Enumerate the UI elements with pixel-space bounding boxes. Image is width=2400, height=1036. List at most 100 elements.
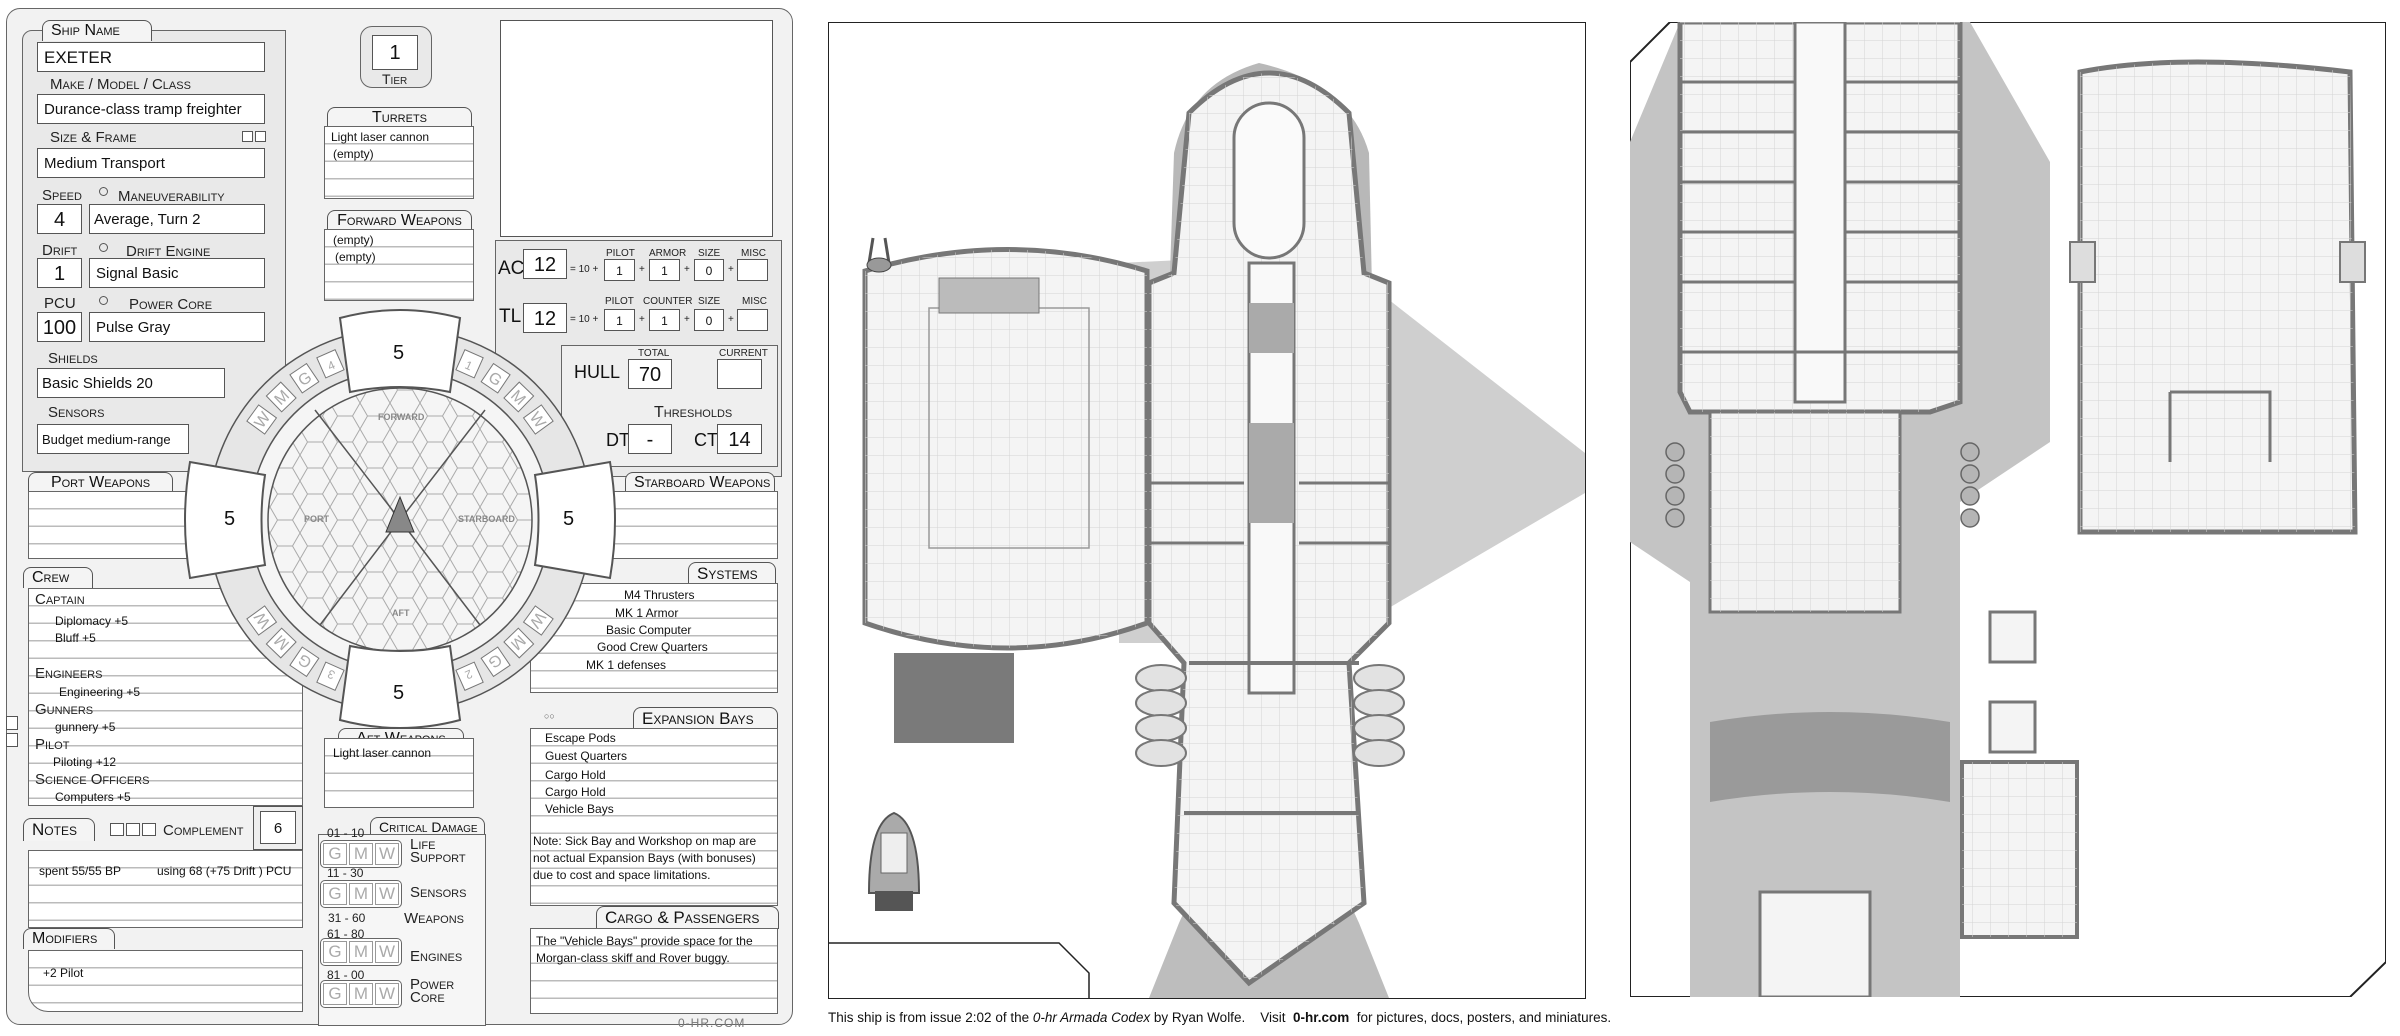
aft-shield-value[interactable]: 5	[393, 682, 405, 704]
airlock-module	[1988, 610, 2037, 664]
crit-system-line: Life	[410, 836, 436, 853]
gmw-cell[interactable]: W	[246, 404, 278, 435]
ac-pilot-field[interactable]: 1	[604, 259, 635, 281]
gmw-cell[interactable]: W	[522, 404, 554, 435]
turret-item: (empty)	[333, 147, 374, 161]
dt-label: DT	[606, 430, 630, 450]
forward-shield-value[interactable]: 5	[393, 342, 405, 364]
speed-field[interactable]: 4	[37, 204, 82, 234]
glitching-box[interactable]: G	[323, 983, 347, 1005]
side-checkbox-2[interactable]	[6, 733, 18, 747]
wrecked-box[interactable]: W	[375, 883, 399, 905]
glitching-box[interactable]: G	[323, 883, 347, 905]
gmw-cell[interactable]: G	[480, 362, 511, 394]
maneuverability-field[interactable]: Average, Turn 2	[89, 204, 265, 234]
wrecked-box[interactable]: W	[375, 843, 399, 865]
crew-role-science-officers: Science Officers	[35, 771, 150, 788]
port-weapons-list[interactable]	[28, 491, 198, 559]
caption-website-link[interactable]: 0-hr.com	[1292, 1010, 1350, 1025]
wrecked-box[interactable]: W	[375, 983, 399, 1005]
tl-pilot-field[interactable]: 1	[604, 309, 635, 331]
gmw-cell[interactable]: W	[522, 605, 554, 636]
ac-field[interactable]: 12	[523, 249, 567, 279]
arc-number-cell[interactable]: 2	[455, 661, 484, 691]
cargo-area[interactable]: The "Vehicle Bays" provide space for the…	[530, 928, 778, 1014]
crit-range: 61 - 80	[327, 927, 365, 941]
power-core-label: Power Core	[129, 296, 213, 313]
crew-role-engineers: Engineers	[35, 665, 103, 682]
drift-field[interactable]: 1	[37, 258, 82, 288]
gmw-cell[interactable]: G	[289, 362, 320, 394]
starboard-shield-value[interactable]: 5	[563, 508, 575, 530]
tl-field[interactable]: 12	[523, 303, 567, 333]
ct-field[interactable]: 14	[717, 424, 762, 454]
notes-checkbox-3[interactable]	[142, 823, 156, 836]
drift-engine-field[interactable]: Signal Basic	[89, 258, 265, 288]
port-shield-value[interactable]: 5	[224, 508, 236, 530]
sensors-field[interactable]: Budget medium-range	[37, 424, 189, 454]
shields-field[interactable]: Basic Shields 20	[37, 368, 225, 398]
caption-text: This ship is from issue 2:02 of the	[828, 1010, 1033, 1025]
expansion-note-line: not actual Expansion Bays (with bonuses)	[533, 851, 756, 865]
tier-field[interactable]: 1	[372, 35, 418, 70]
gmw-cell[interactable]: W	[246, 605, 278, 636]
starboard-shield-box	[533, 460, 616, 580]
gmw-cell[interactable]: G	[480, 646, 511, 678]
gmw-cell[interactable]: M	[503, 381, 535, 413]
port-weapons-header: Port Weapons	[28, 472, 173, 493]
make-field[interactable]: Durance-class tramp freighter	[37, 94, 265, 124]
hull-current-field[interactable]	[717, 359, 762, 389]
notes-area[interactable]: spent 55/55 BP using 68 (+75 Drift ) PCU	[28, 850, 303, 928]
glitching-box[interactable]: G	[323, 843, 347, 865]
ac-size-field[interactable]: 0	[694, 259, 724, 281]
aft-weapons-list[interactable]: Light laser cannon	[324, 738, 474, 808]
modifiers-area[interactable]: +2 Pilot	[28, 950, 303, 1012]
thresholds-label: Thresholds	[654, 404, 733, 421]
size-checkbox-2[interactable]	[255, 131, 266, 142]
starboard-weapons-list[interactable]	[610, 491, 778, 559]
port-shield-box	[184, 460, 267, 580]
tl-label: TL	[499, 306, 522, 327]
ac-armor-field[interactable]: 1	[649, 259, 680, 281]
notes-checkbox-2[interactable]	[126, 823, 140, 836]
malfunctioning-box[interactable]: M	[349, 883, 373, 905]
ac-size-header: SIZE	[698, 248, 721, 259]
tl-pilot-header: PILOT	[605, 296, 634, 307]
gmw-cell[interactable]: G	[289, 646, 320, 678]
hull-total-field[interactable]: 70	[628, 359, 672, 389]
notes-checkbox-1[interactable]	[110, 823, 124, 836]
tl-counter-field[interactable]: 1	[649, 309, 680, 331]
malfunctioning-box[interactable]: M	[349, 941, 373, 963]
pcu-field[interactable]: 100	[37, 312, 82, 342]
arc-number-cell[interactable]: 4	[316, 349, 345, 379]
turrets-list[interactable]: Light laser cannon (empty)	[324, 126, 474, 199]
power-core-field[interactable]: Pulse Gray	[89, 312, 265, 342]
malfunctioning-box[interactable]: M	[349, 983, 373, 1005]
ac-misc-field[interactable]	[737, 259, 768, 281]
ship-name-field[interactable]: EXETER	[37, 42, 265, 72]
gmw-cell[interactable]: M	[503, 627, 535, 659]
tl-misc-field[interactable]	[737, 309, 768, 331]
forward-weapons-list[interactable]: (empty) (empty)	[324, 229, 474, 301]
complement-field[interactable]: 6	[260, 811, 296, 844]
wrecked-box[interactable]: W	[375, 941, 399, 963]
dt-field[interactable]: -	[628, 424, 672, 454]
gmw-cell[interactable]: M	[265, 627, 297, 659]
tl-size-field[interactable]: 0	[694, 309, 724, 331]
arc-number-cell[interactable]: 3	[316, 661, 345, 691]
arc-number-cell[interactable]: 1	[455, 349, 484, 379]
gmw-cell[interactable]: M	[265, 381, 297, 413]
size-field[interactable]: Medium Transport	[37, 148, 265, 178]
size-checkbox-1[interactable]	[242, 131, 253, 142]
expansion-bays-list[interactable]: Escape Pods Guest Quarters Cargo Hold Ca…	[530, 728, 778, 906]
side-checkbox-1[interactable]	[6, 716, 18, 730]
size-value: Medium Transport	[44, 155, 165, 172]
forward-weapons-header: Forward Weapons	[327, 210, 472, 231]
power-core-value: Pulse Gray	[96, 319, 171, 336]
glitching-box[interactable]: G	[323, 941, 347, 963]
malfunctioning-box[interactable]: M	[349, 843, 373, 865]
